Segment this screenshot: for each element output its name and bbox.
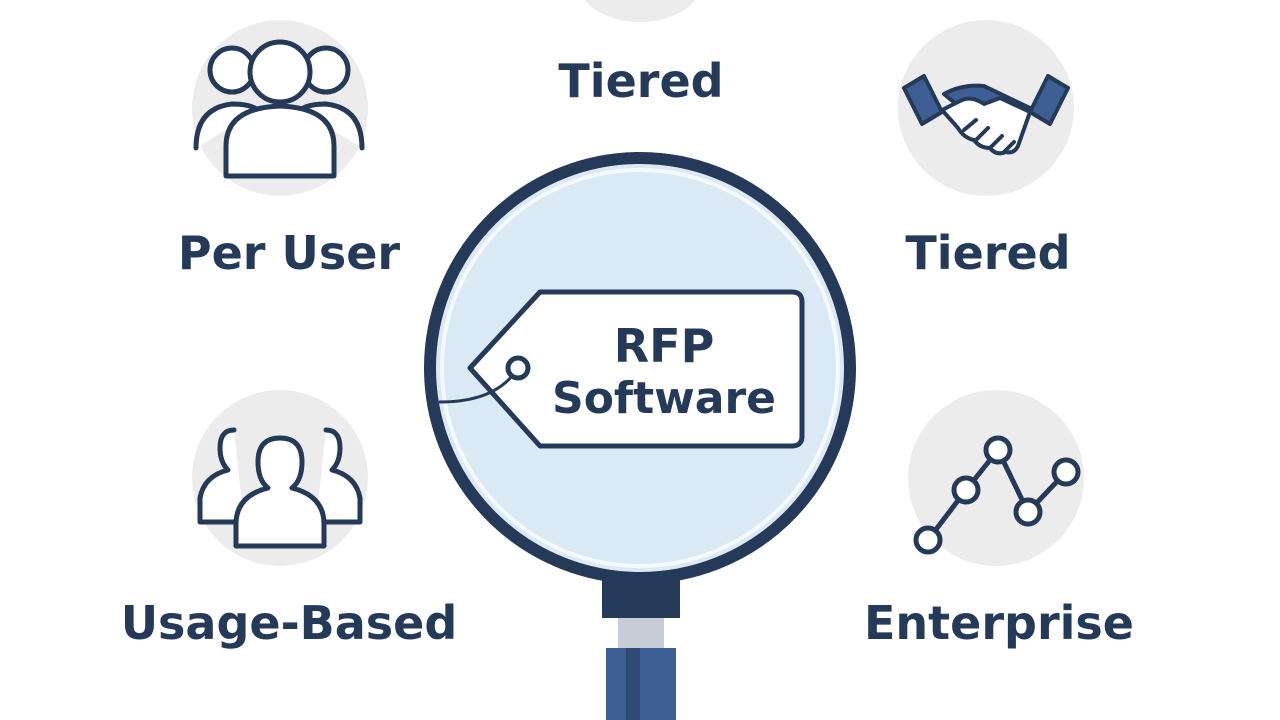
label-usage-based: Usage-Based	[120, 596, 458, 650]
label-enterprise: Enterprise	[863, 596, 1135, 650]
handshake-icon	[898, 20, 1074, 196]
people-icon	[192, 390, 368, 566]
label-top-center: Tiered	[558, 54, 724, 108]
label-tiered: Tiered	[905, 226, 1071, 280]
users-group-icon	[192, 20, 368, 196]
tag-title-line1: RFP	[613, 319, 715, 373]
tag-title-line2: Software	[552, 373, 776, 424]
top-center-icon-circle	[584, 0, 696, 22]
label-per-user: Per User	[177, 226, 401, 280]
price-tag-icon	[438, 289, 805, 449]
line-graph-icon	[908, 390, 1084, 566]
